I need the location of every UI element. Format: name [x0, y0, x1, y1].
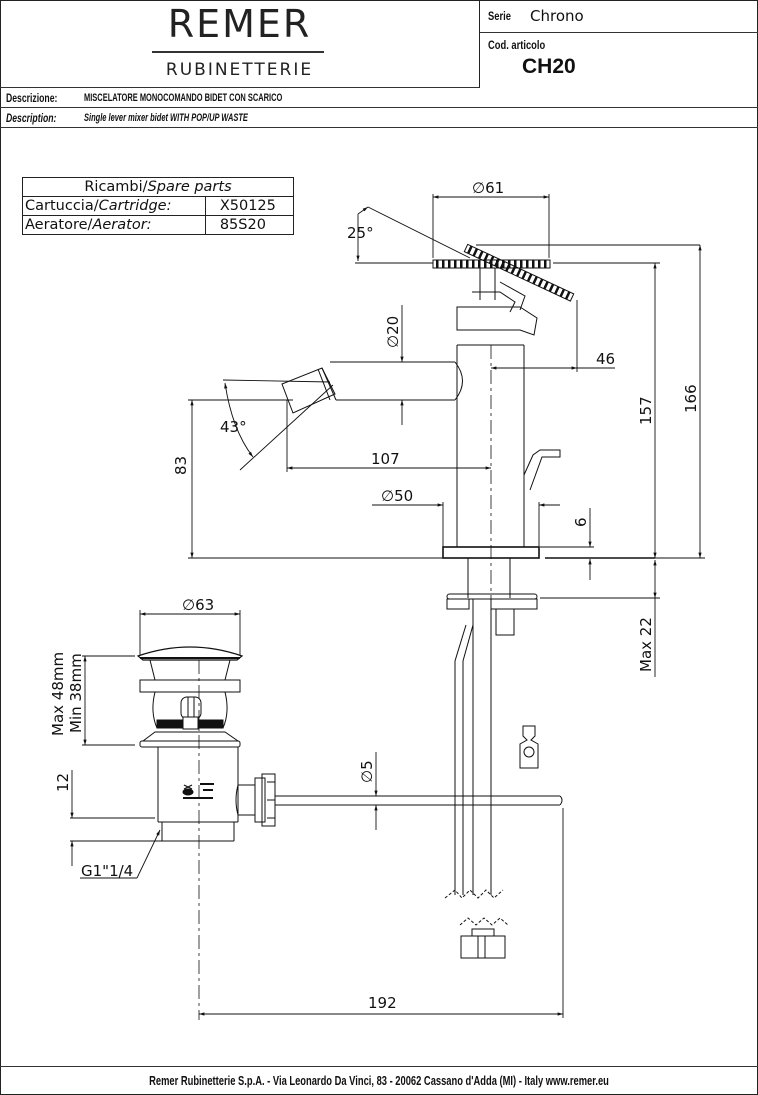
spare-part-row: Cartuccia/Cartridge: X50125 [22, 196, 295, 216]
knurl-tick [499, 260, 506, 270]
dimension-lines [70, 194, 705, 1018]
dim-rod-length: 192 [368, 994, 397, 1012]
dim-handle-angle: 25° [347, 224, 374, 242]
description-it-label: Descrizione: [6, 91, 58, 105]
dim-base-diameter: ∅50 [381, 487, 413, 505]
description-it-value: MISCELATORE MONOCOMANDO BIDET CON SCARIC… [84, 92, 283, 104]
knurl-tick [537, 278, 544, 287]
dim-spout-offset: 46 [596, 350, 615, 368]
knurl-tick [436, 260, 439, 268]
description-it-row: Descrizione: MISCELATORE MONOCOMANDO BID… [0, 88, 758, 108]
knurl-tick [548, 283, 555, 292]
dim-max-deck: Max 22 [637, 617, 655, 672]
description-en-label: Description: [6, 111, 57, 125]
knurl-tick [521, 270, 528, 280]
footer-address: Remer Rubinetterie S.p.A. - Via Leonardo… [149, 1073, 609, 1088]
knurl-tick [483, 253, 489, 262]
description-en-row: Description: Single lever mixer bidet WI… [0, 108, 758, 128]
knurl-tick [526, 273, 533, 282]
knurl-tick [544, 260, 547, 268]
knurl-tick [472, 248, 479, 257]
brand-logo: REMER [167, 2, 312, 46]
spare-label-it: Cartuccia/ [25, 198, 99, 214]
dim-thread-spec: G1"1/4 [81, 862, 133, 880]
spare-parts-header: Ricambi/Spare parts [22, 177, 294, 197]
spare-parts-table: Ricambi/Spare parts Cartuccia/Cartridge:… [22, 177, 295, 235]
knurl-tick [520, 260, 523, 268]
dim-base-thickness: 6 [572, 517, 590, 527]
waste-marking-icon [182, 783, 214, 799]
knurl-tick [564, 291, 571, 300]
dim-aerator-angle: 43° [220, 418, 247, 436]
knurl-tick [494, 258, 500, 267]
code-value: CH20 [522, 55, 576, 78]
knurl-tick [554, 286, 560, 295]
spare-part-row: Aeratore/Aerator: 85S20 [22, 215, 295, 235]
spare-label-en: Cartridge: [98, 198, 172, 214]
knurl-tick [460, 260, 463, 268]
knurl-tick [472, 260, 475, 268]
dim-waste-diameter: ∅63 [182, 596, 214, 614]
knurl-tick [484, 260, 487, 268]
knurl-tick [532, 276, 538, 285]
under-deck-assembly [444, 558, 539, 959]
code-label: Cod. articolo [488, 38, 546, 52]
knurl-tick [478, 260, 481, 268]
knurl-tick [466, 260, 469, 268]
knurl-tick [526, 260, 529, 268]
knurl-tick [454, 260, 457, 268]
code-cell: Cod. articolo CH20 [480, 33, 758, 87]
knurl-tick [538, 260, 541, 268]
dim-handle-diameter: ∅61 [472, 179, 504, 197]
mixer-body [281, 268, 655, 559]
knurl-tick [510, 265, 517, 275]
serie-cell: Serie Chrono [480, 0, 758, 33]
spare-label-en: Aerator: [92, 217, 152, 233]
pop-up-waste [136, 646, 276, 1020]
brand-rule [152, 51, 324, 53]
spare-label-it: Aeratore/ [25, 217, 93, 233]
footer: Remer Rubinetterie S.p.A. - Via Leonardo… [0, 1066, 758, 1095]
dim-thread-length: 12 [54, 773, 72, 792]
pop-up-rod [275, 795, 563, 806]
knurl-tick [532, 260, 535, 268]
dim-spout-height: 83 [172, 456, 190, 475]
spare-part-code: X50125 [204, 196, 295, 216]
brand-block: REMER RUBINETTERIE [0, 0, 480, 88]
spare-part-label: Cartuccia/Cartridge: [22, 196, 206, 216]
spare-part-label: Aeratore/Aerator: [22, 215, 206, 235]
dim-total-height: 166 [682, 384, 700, 413]
serie-label: Serie [488, 9, 511, 23]
brand-subtitle: RUBINETTERIE [165, 60, 314, 80]
knurl-tick [442, 260, 445, 268]
spare-part-code: 85S20 [204, 215, 295, 235]
description-en-value: Single lever mixer bidet WITH POP/UP WAS… [84, 112, 248, 124]
serie-value: Chrono [530, 7, 584, 25]
dim-waste-min: Min 38mm [67, 653, 85, 733]
dim-waste-max: Max 48mm [49, 652, 67, 736]
spare-title-it: Ricambi/ [84, 179, 148, 195]
knurl-tick [514, 260, 517, 268]
dim-height-157: 157 [637, 396, 655, 425]
handle-knob [432, 243, 575, 302]
knurl-tick [543, 281, 549, 290]
knurl-tick [515, 268, 522, 277]
spare-title-en: Spare parts [147, 179, 232, 195]
spare-parts-title: Ricambi/Spare parts [22, 177, 294, 197]
dim-rod-diameter: ∅5 [358, 760, 376, 783]
knurl-tick [477, 250, 484, 260]
dim-spout-diameter: ∅20 [384, 316, 402, 348]
knurl-tick [448, 260, 451, 268]
dim-spout-reach: 107 [371, 450, 400, 468]
knurl-tick [488, 255, 495, 265]
knurl-tick [505, 263, 511, 272]
knurl-tick [467, 245, 473, 254]
knurl-tick [559, 288, 566, 298]
dimension-labels: ∅61 25° 46 43° 107 ∅50 ∅20 83 157 166 6 … [49, 179, 700, 1012]
